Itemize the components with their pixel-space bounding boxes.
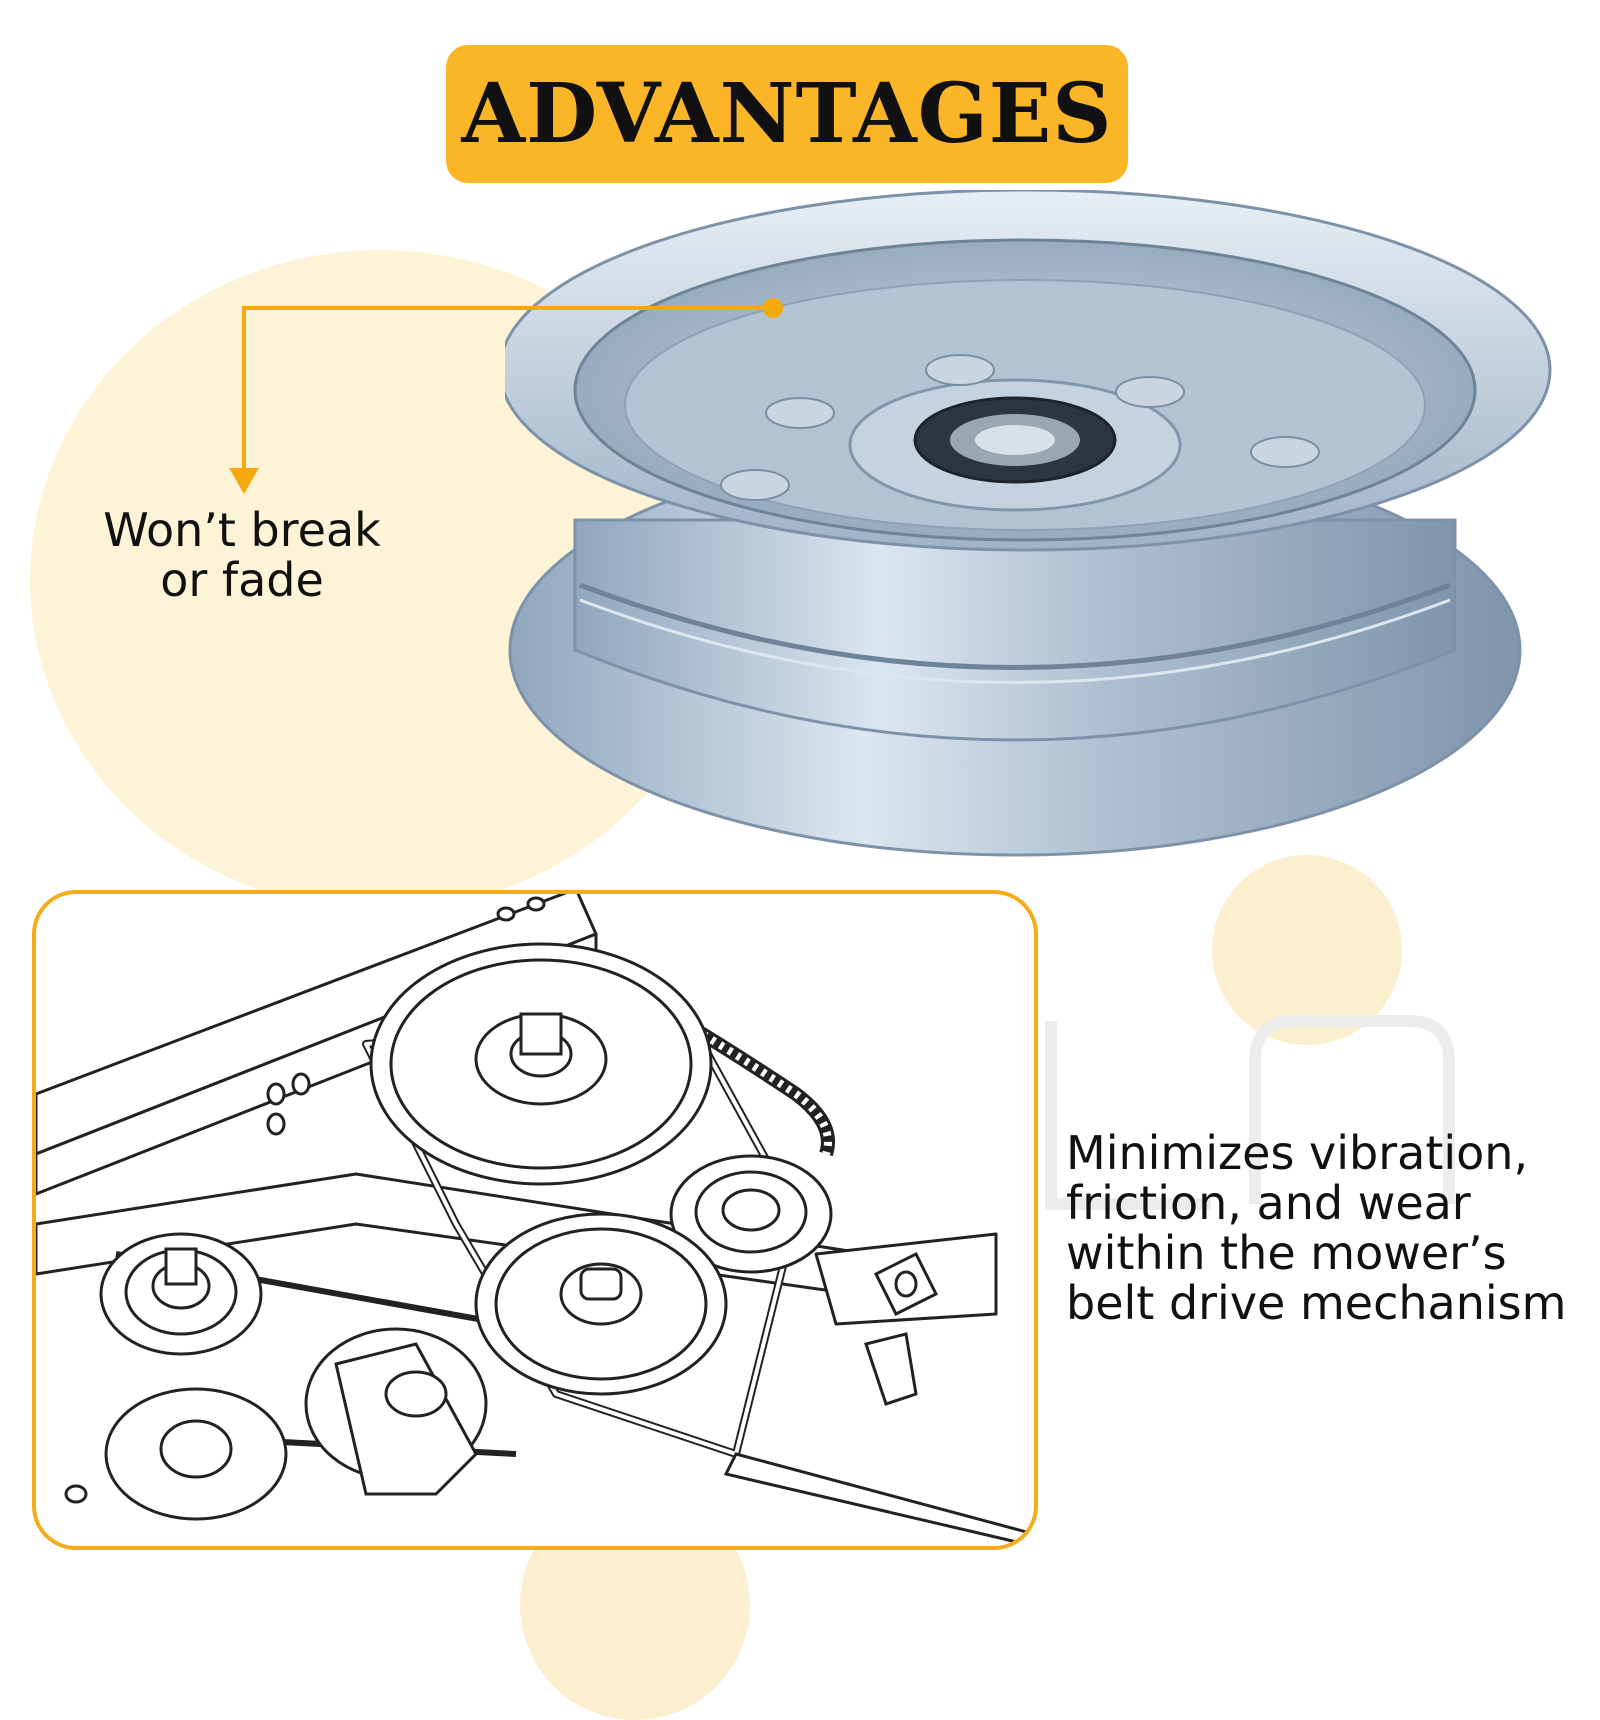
belt-drive-illustration [36,894,1034,1546]
feature-durability-line: or fade [160,553,324,607]
page-title: ADVANTAGES [461,66,1113,162]
idler-pulley-icon [505,190,1552,857]
feature-durability: Won’t break or fade [92,505,392,605]
feature-performance-line: friction, and wear [1066,1176,1471,1230]
callout-dot [763,298,783,318]
feature-performance-line: Minimizes vibration, [1066,1126,1529,1180]
background-circle-small [1212,855,1402,1045]
feature-performance: Minimizes vibration, friction, and wear … [1066,1128,1586,1328]
belt-drive-diagram [32,890,1038,1550]
arrow-down-icon [229,468,259,494]
callout-line-horizontal [242,306,774,310]
feature-durability-line: Won’t break [103,503,381,557]
title-badge: ADVANTAGES [446,45,1128,183]
callout-line-vertical [242,306,246,472]
feature-performance-line: belt drive mechanism [1066,1276,1567,1330]
feature-performance-line: within the mower’s [1066,1226,1507,1280]
